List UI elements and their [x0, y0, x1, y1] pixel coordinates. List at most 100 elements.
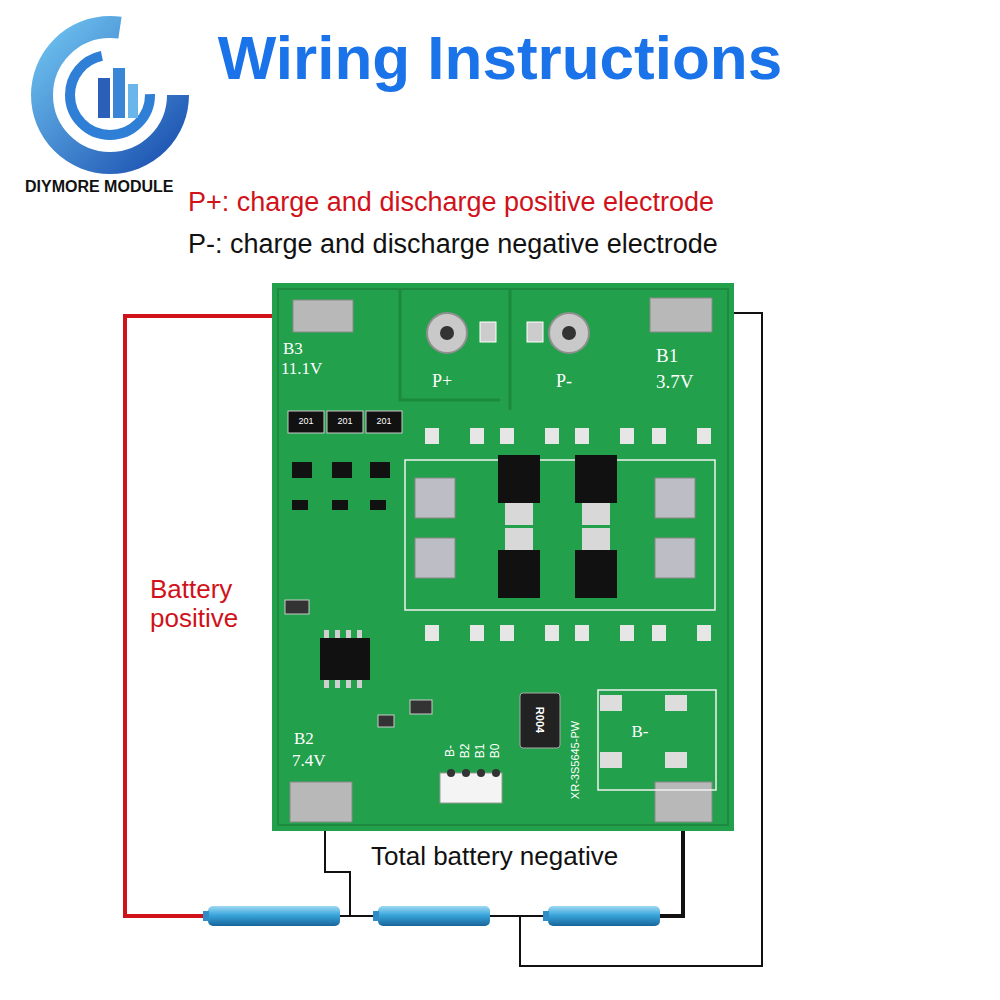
ic-pin	[357, 680, 362, 688]
shunt-resistor	[520, 693, 560, 748]
smd-pad	[575, 625, 589, 641]
brand-name: DIYMORE MODULE	[22, 178, 176, 196]
pin-label: B2	[459, 744, 472, 759]
logo-building	[128, 84, 138, 118]
legend-note: P+: charge and discharge positive electr…	[188, 188, 714, 218]
smd-pad	[545, 428, 559, 444]
terminal-label: P+	[432, 372, 452, 392]
resistor	[366, 411, 402, 433]
logo	[42, 27, 178, 163]
battery-cell	[203, 906, 340, 926]
capacitor	[370, 500, 386, 510]
silkscreen-outline	[405, 460, 715, 610]
pcb-trace	[509, 289, 512, 410]
smd-part	[410, 700, 432, 714]
smd-pad	[600, 695, 622, 711]
negative-wire	[660, 818, 683, 916]
pad-voltage: 7.4V	[292, 752, 326, 771]
smd-part	[285, 600, 309, 614]
smd-part	[378, 715, 394, 727]
smd-pad	[620, 625, 634, 641]
mosfet-pad	[415, 538, 455, 578]
solder-pad	[655, 782, 712, 822]
balance-wire	[325, 822, 350, 916]
board-model: XR-3S5645-PW	[569, 721, 581, 799]
pcb-trace	[278, 289, 728, 825]
battery-terminal	[543, 911, 549, 921]
balance-connector	[440, 773, 502, 803]
smd-pad	[470, 428, 484, 444]
mosfet	[575, 455, 617, 503]
smd-pad	[425, 625, 439, 641]
battery-terminal	[203, 911, 209, 921]
mosfet	[575, 550, 617, 598]
smd-pad	[620, 428, 634, 444]
ic-pin	[335, 680, 340, 688]
output-hole	[427, 313, 467, 353]
smd-pad	[500, 428, 514, 444]
smd-pad	[697, 428, 711, 444]
mosfet-tab	[505, 528, 533, 550]
smd-pad	[425, 428, 439, 444]
pin-label: B0	[489, 744, 502, 759]
mosfet-tab	[582, 503, 610, 525]
terminal-label: P-	[556, 372, 572, 392]
legend-note: P-: charge and discharge negative electr…	[188, 230, 718, 260]
capacitor	[332, 500, 348, 510]
output-hole	[440, 326, 454, 340]
smd-pad	[697, 625, 711, 641]
smd-pad	[652, 428, 666, 444]
positive-wire	[125, 316, 296, 916]
output-hole	[562, 326, 576, 340]
pad-label: B3	[283, 340, 303, 359]
solder-pad	[650, 298, 712, 332]
ic-pin	[357, 630, 362, 638]
ic-pins	[324, 630, 362, 688]
smd-row	[425, 428, 711, 641]
smd-pad	[527, 322, 543, 342]
transistor	[370, 462, 390, 478]
smd-pad	[480, 322, 496, 342]
component-marking: 201	[337, 417, 352, 427]
smd-pad	[665, 752, 687, 768]
battery-body	[548, 906, 660, 926]
logo-ring	[70, 55, 150, 135]
component-marking: 201	[376, 417, 391, 427]
ic-pin	[346, 630, 351, 638]
pad-label: B-	[632, 723, 649, 742]
resistor	[288, 411, 324, 433]
pad-voltage: 11.1V	[281, 360, 322, 379]
silkscreen-outline	[598, 690, 716, 790]
transistor	[292, 462, 312, 478]
connector-pin	[477, 769, 485, 777]
connector-pin	[447, 769, 455, 777]
pad-voltage: 3.7V	[656, 372, 693, 393]
ic-pin	[335, 630, 340, 638]
solder-pad	[293, 300, 353, 332]
component-marking: R004	[534, 707, 546, 733]
output-hole	[549, 313, 589, 353]
smd-pad	[500, 625, 514, 641]
pad-label: B2	[294, 730, 314, 749]
smd-pad	[652, 625, 666, 641]
component-marking: 201	[298, 417, 313, 427]
logo-ring	[42, 27, 178, 163]
mosfet-tab	[582, 528, 610, 550]
pcb-trace	[400, 290, 500, 400]
smd-pad	[600, 752, 622, 768]
battery-cell	[373, 906, 490, 926]
page-title: Wiring Instructions	[0, 22, 1000, 93]
connector-pin	[492, 769, 500, 777]
wire-label: Battery positive	[150, 575, 265, 632]
ic-pin	[324, 680, 329, 688]
mosfet	[498, 550, 540, 598]
battery-body	[378, 906, 490, 926]
solder-pad	[290, 782, 352, 822]
pin-label: B-	[444, 745, 457, 757]
mosfet-pad	[655, 478, 695, 518]
mosfet-tab	[505, 503, 533, 525]
series-wire	[340, 915, 375, 917]
transistor	[332, 462, 352, 478]
ic-pin	[324, 630, 329, 638]
connector-pin	[462, 769, 470, 777]
